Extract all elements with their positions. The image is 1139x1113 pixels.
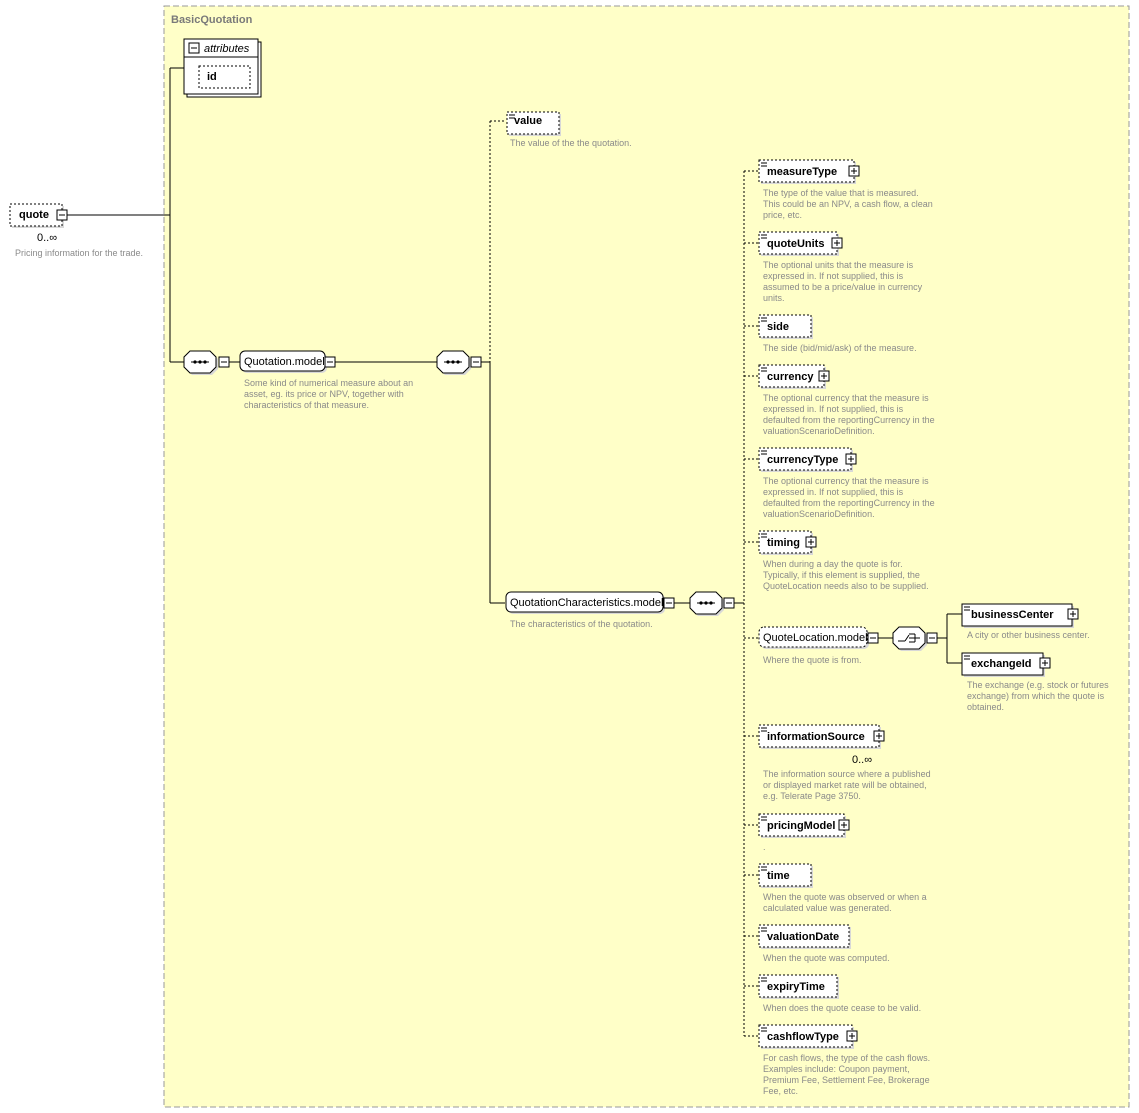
pricingModel-label: pricingModel <box>767 820 835 832</box>
informationSource-cardinality: 0..∞ <box>852 754 872 766</box>
time-element[interactable]: time <box>758 863 813 888</box>
quotation-model-doc-1: asset, eg. its price or NPV, together wi… <box>244 389 404 399</box>
sequence-compositor-3[interactable] <box>689 591 735 616</box>
measureType-doc-0: The type of the value that is measured. <box>763 188 919 198</box>
informationSource-label: informationSource <box>767 731 865 743</box>
side-label: side <box>767 321 789 333</box>
time-doc-0: When the quote was observed or when a <box>763 892 927 902</box>
cashflowType-label: cashflowType <box>767 1031 839 1043</box>
business-center-doc-0: A city or other business center. <box>967 630 1090 640</box>
attribute-id-label: id <box>207 71 217 83</box>
exchange-id-doc-1: exchange) from which the quote is <box>967 691 1105 701</box>
timing-label: timing <box>767 537 800 549</box>
sequence-compositor-2[interactable] <box>436 350 482 375</box>
pricingModel-element[interactable]: pricingModel <box>758 813 850 838</box>
informationSource-doc-0: The information source where a published <box>763 769 931 779</box>
quote-doc-0: Pricing information for the trade. <box>15 248 143 258</box>
currencyType-element[interactable]: currencyType <box>758 447 857 472</box>
quoteUnits-label: quoteUnits <box>767 238 824 250</box>
informationSource-doc-1: or displayed market rate will be obtaine… <box>763 780 927 790</box>
currency-doc-0: The optional currency that the measure i… <box>763 393 929 403</box>
currency-doc-3: valuationScenarioDefinition. <box>763 426 875 436</box>
side-doc-0: The side (bid/mid/ask) of the measure. <box>763 343 917 353</box>
quote-cardinality: 0..∞ <box>37 232 57 244</box>
informationSource-element[interactable]: informationSource <box>758 724 885 749</box>
characteristics-model-doc-0: The characteristics of the quotation. <box>510 619 653 629</box>
currencyType-doc-3: valuationScenarioDefinition. <box>763 509 875 519</box>
quotation-model-doc-0: Some kind of numerical measure about an <box>244 378 413 388</box>
cashflowType-doc-0: For cash flows, the type of the cash flo… <box>763 1053 930 1063</box>
quoteUnits-element[interactable]: quoteUnits <box>758 231 843 256</box>
cashflowType-doc-3: Fee, etc. <box>763 1086 798 1096</box>
business-center-element[interactable]: businessCenter <box>961 603 1079 628</box>
exchange-id-element[interactable]: exchangeId <box>961 652 1051 677</box>
valuationDate-label: valuationDate <box>767 931 839 943</box>
cashflowType-element[interactable]: cashflowType <box>758 1024 858 1049</box>
timing-doc-1: Typically, if this element is supplied, … <box>763 570 920 580</box>
quotation-model-group[interactable]: Quotation.model <box>239 350 336 373</box>
quote-label: quote <box>19 209 49 221</box>
quoteUnits-doc-1: expressed in. If not supplied, this is <box>763 271 904 281</box>
expiryTime-label: expiryTime <box>767 981 825 993</box>
valuationDate-element[interactable]: valuationDate <box>758 924 851 949</box>
quoteUnits-doc-2: assumed to be a price/value in currency <box>763 282 923 292</box>
cashflowType-doc-1: Examples include: Coupon payment, <box>763 1064 910 1074</box>
currencyType-doc-2: defaulted from the reportingCurrency in … <box>763 498 935 508</box>
informationSource-doc-2: e.g. Telerate Page 3750. <box>763 791 861 801</box>
basic-quotation-panel <box>163 5 1130 1108</box>
quote-element[interactable]: quote <box>9 203 68 228</box>
cashflowType-doc-2: Premium Fee, Settlement Fee, Brokerage <box>763 1075 930 1085</box>
attributes-box[interactable]: attributes id <box>183 38 262 98</box>
type-name-label: BasicQuotation <box>171 14 253 26</box>
choice-compositor[interactable] <box>892 626 938 651</box>
currencyType-doc-1: expressed in. If not supplied, this is <box>763 487 904 497</box>
side-element[interactable]: side <box>758 314 813 339</box>
attribute-id-box[interactable] <box>198 65 251 89</box>
characteristics-model-label: QuotationCharacteristics.model <box>510 597 663 609</box>
expiryTime-doc-0: When does the quote cease to be valid. <box>763 1003 921 1013</box>
exchange-id-doc-0: The exchange (e.g. stock or futures <box>967 680 1109 690</box>
currency-element[interactable]: currency <box>758 364 830 389</box>
exchange-id-doc-2: obtained. <box>967 702 1004 712</box>
value-element[interactable]: value <box>506 111 561 136</box>
currency-doc-1: expressed in. If not supplied, this is <box>763 404 904 414</box>
quote-location-doc-0: Where the quote is from. <box>763 655 862 665</box>
sequence-compositor-1[interactable] <box>183 350 230 375</box>
expiryTime-element[interactable]: expiryTime <box>758 974 839 999</box>
quotation-model-doc-2: characteristics of that measure. <box>244 400 369 410</box>
timing-doc-2: QuoteLocation needs also to be supplied. <box>763 581 929 591</box>
time-label: time <box>767 870 790 882</box>
time-doc-1: calculated value was generated. <box>763 903 892 913</box>
value-label: value <box>514 115 542 127</box>
timing-element[interactable]: timing <box>758 530 817 555</box>
timing-doc-0: When during a day the quote is for. <box>763 559 903 569</box>
currency-doc-2: defaulted from the reportingCurrency in … <box>763 415 935 425</box>
measureType-label: measureType <box>767 166 837 178</box>
pricingModel-doc-0: . <box>763 842 766 852</box>
quoteUnits-doc-3: units. <box>763 293 785 303</box>
measureType-doc-2: price, etc. <box>763 210 802 220</box>
quotation-characteristics-model-group[interactable]: QuotationCharacteristics.model <box>505 591 675 614</box>
business-center-label: businessCenter <box>971 609 1054 621</box>
currencyType-doc-0: The optional currency that the measure i… <box>763 476 929 486</box>
measureType-element[interactable]: measureType <box>758 159 860 184</box>
value-doc-0: The value of the the quotation. <box>510 138 632 148</box>
currencyType-label: currencyType <box>767 454 838 466</box>
currency-label: currency <box>767 371 814 383</box>
quote-location-model-label: QuoteLocation.model <box>763 632 868 644</box>
quoteUnits-doc-0: The optional units that the measure is <box>763 260 914 270</box>
exchange-id-label: exchangeId <box>971 658 1032 670</box>
quote-location-model-group[interactable]: QuoteLocation.model <box>758 626 879 649</box>
valuationDate-doc-0: When the quote was computed. <box>763 953 890 963</box>
measureType-doc-1: This could be an NPV, a cash flow, a cle… <box>763 199 933 209</box>
attributes-label: attributes <box>204 43 250 55</box>
quotation-model-label: Quotation.model <box>244 356 325 368</box>
